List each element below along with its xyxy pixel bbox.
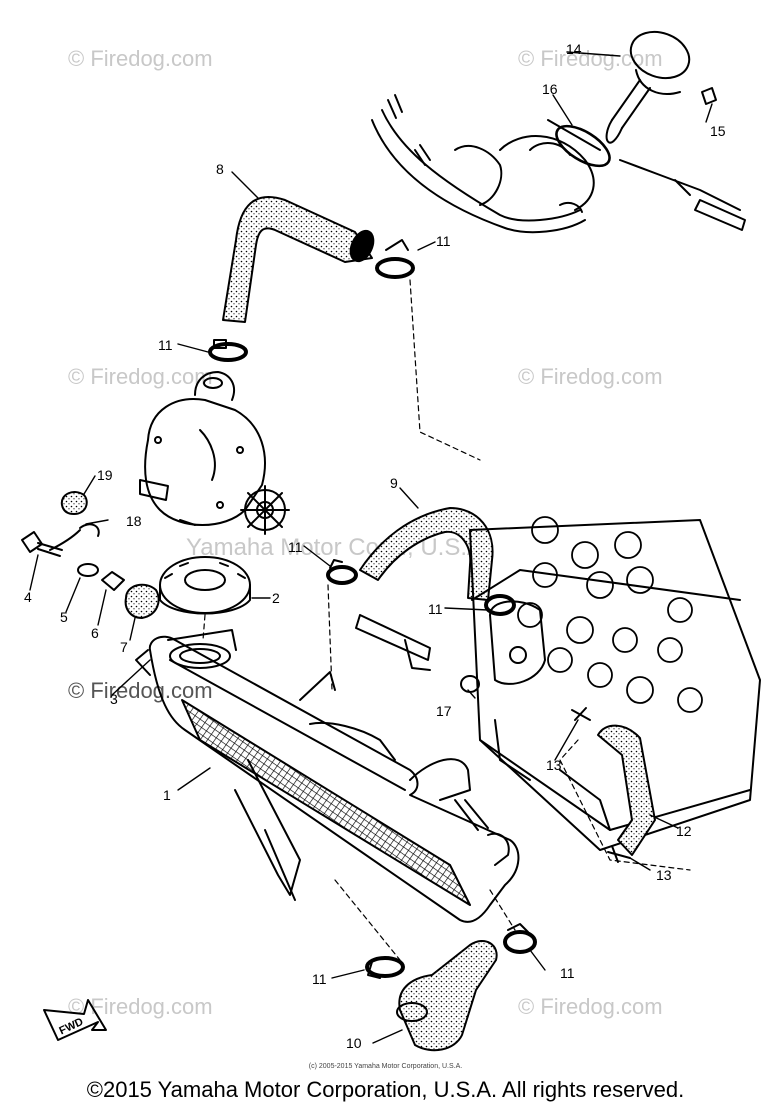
copyright-footer: ©2015 Yamaha Motor Corporation, U.S.A. A… xyxy=(86,1077,685,1102)
callout-14: 14 xyxy=(566,41,582,57)
callout-19: 19 xyxy=(97,467,113,483)
callout-13a: 13 xyxy=(546,757,562,773)
pump-impeller-gear xyxy=(240,485,290,535)
callout-15: 15 xyxy=(710,123,726,139)
circlip xyxy=(79,523,100,537)
bleed-bolt xyxy=(701,87,717,105)
cooling-system-exploded-diagram: 1 2 3 4 5 6 7 8 9 10 11 11 11 11 11 11 1… xyxy=(21,30,761,1052)
water-pump xyxy=(139,371,266,526)
washer xyxy=(77,563,99,577)
callout-1: 1 xyxy=(163,787,171,803)
watermark-mid-left: © Firedog.com xyxy=(68,364,213,389)
temperature-sensor xyxy=(619,159,746,231)
callout-11b: 11 xyxy=(158,337,173,353)
drain-bolt xyxy=(21,531,63,557)
callout-leaders xyxy=(29,51,713,1044)
callout-11e: 11 xyxy=(312,971,327,987)
collar xyxy=(101,571,125,591)
hose-clamp-left-mid xyxy=(326,559,358,585)
bypass-hose xyxy=(597,724,656,856)
hose-clip-13-upper xyxy=(571,707,591,721)
callout-18: 18 xyxy=(126,513,142,529)
thermostat-oring xyxy=(555,124,611,168)
rubber-cap xyxy=(60,491,88,515)
leader-lines xyxy=(202,279,691,961)
small-copyright-note: (c) 2005-2015 Yamaha Motor Corporation, … xyxy=(308,1063,463,1070)
hose-clamp-right-mid xyxy=(484,594,516,616)
callout-6: 6 xyxy=(91,625,99,641)
callout-9: 9 xyxy=(390,475,398,491)
radiator-outlet-hose xyxy=(359,507,494,601)
cylinder-head-nuts xyxy=(517,516,703,713)
lower-hose xyxy=(398,940,498,1052)
fwd-arrow-icon xyxy=(43,999,107,1041)
watermark-center: Yamaha Motor Corp., U.S.A. xyxy=(186,534,490,561)
callout-11d: 11 xyxy=(428,601,443,617)
callout-4: 4 xyxy=(24,589,32,605)
callout-11c: 11 xyxy=(288,539,303,555)
callout-8: 8 xyxy=(216,161,224,177)
temperature-switch xyxy=(355,614,431,671)
grommet xyxy=(124,583,160,619)
hose-clamp-upper xyxy=(375,239,415,279)
watermark-left: © Firedog.com xyxy=(68,678,213,703)
callout-16: 16 xyxy=(542,81,558,97)
callout-11a: 11 xyxy=(436,233,451,249)
callout-11f: 11 xyxy=(560,965,575,981)
watermark-top-left: © Firedog.com xyxy=(68,46,213,71)
breather-hose xyxy=(49,529,81,551)
hose-clamp-lower-left xyxy=(365,956,405,979)
thermostat-cap xyxy=(605,30,691,144)
thermostat-housing xyxy=(371,94,601,234)
callout-3: 3 xyxy=(110,691,118,707)
callout-17: 17 xyxy=(436,703,452,719)
hose-clamp-pump-top xyxy=(208,339,248,362)
watermark-mid-right: © Firedog.com xyxy=(518,364,663,389)
coolant-outlet-fitting xyxy=(489,600,546,685)
hose-clamp-lower-right xyxy=(503,923,537,954)
watermark-bottom-right: © Firedog.com xyxy=(518,994,663,1019)
callout-12: 12 xyxy=(676,823,692,839)
callout-13b: 13 xyxy=(656,867,672,883)
radiator-cap xyxy=(159,556,251,615)
callout-5: 5 xyxy=(60,609,68,625)
cylinder-head xyxy=(469,519,761,851)
oring-17 xyxy=(460,675,480,693)
callout-10: 10 xyxy=(346,1035,362,1051)
callout-7: 7 xyxy=(120,639,128,655)
callout-2: 2 xyxy=(272,590,280,606)
upper-hose xyxy=(222,195,373,323)
hose-clip-13-lower xyxy=(607,845,631,863)
radiator xyxy=(135,629,520,923)
